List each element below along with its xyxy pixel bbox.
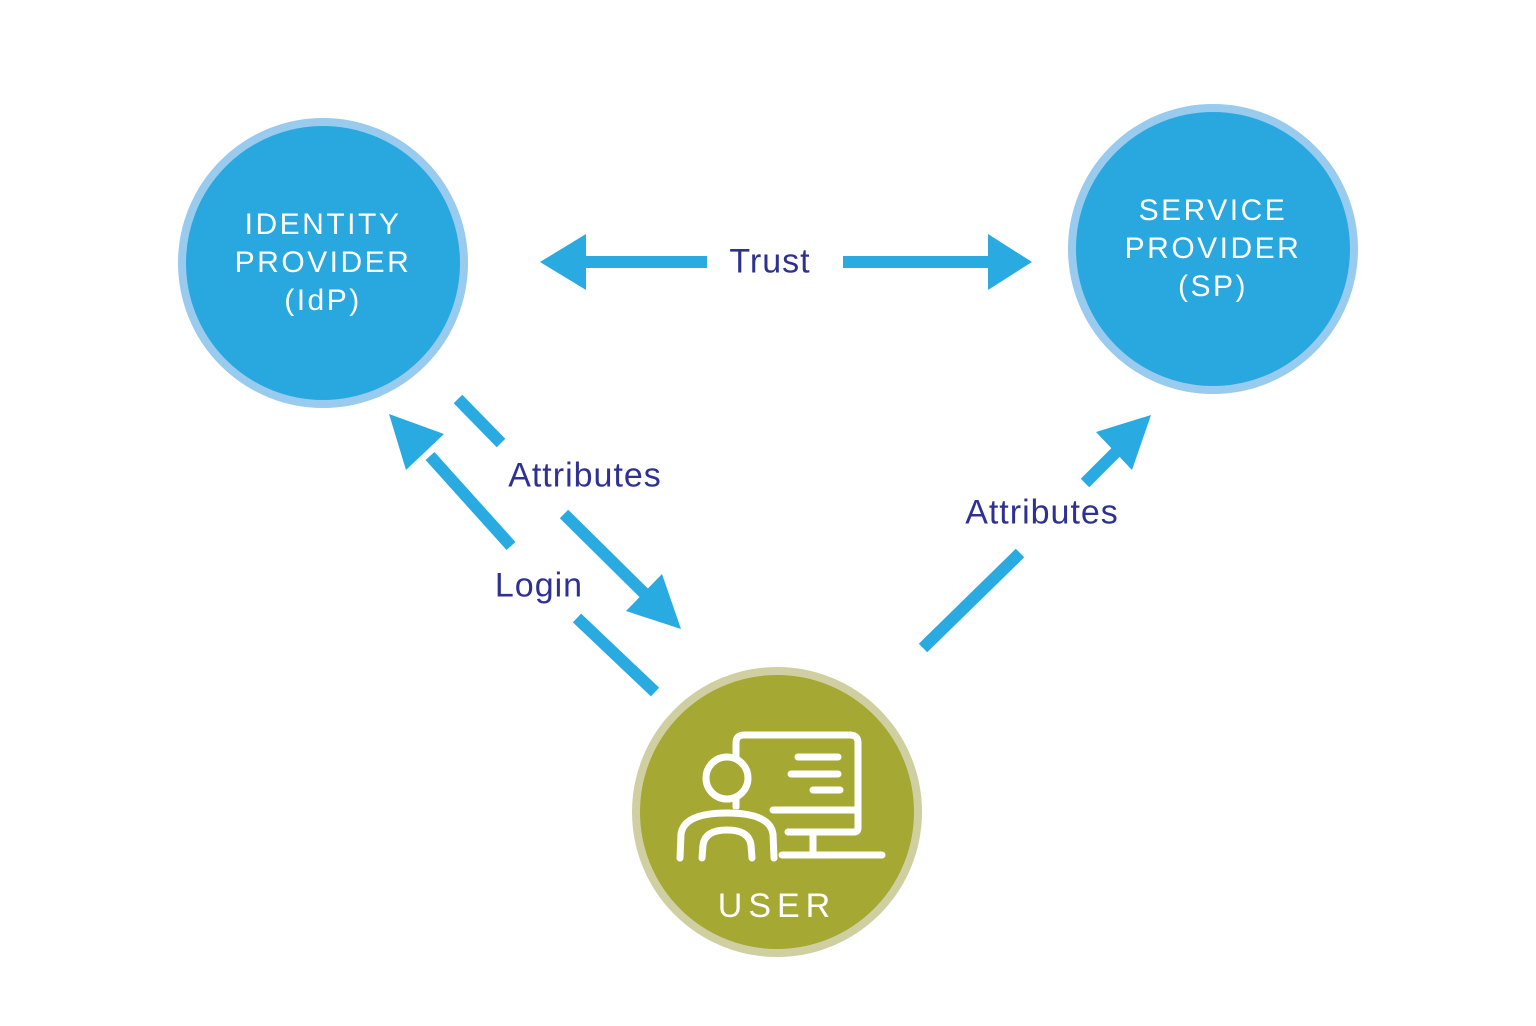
- identity-provider-label-line3: (IdP): [284, 284, 362, 317]
- login-edge-label: Login: [494, 566, 584, 605]
- attributes-user-sp-edge-label: Attributes: [965, 493, 1119, 532]
- identity-provider-label-line2: PROVIDER: [234, 246, 412, 279]
- service-provider-label: SERVICE PROVIDER (SP): [1125, 192, 1302, 306]
- service-provider-node: SERVICE PROVIDER (SP): [1068, 104, 1358, 394]
- trust-edge-label: Trust: [729, 242, 811, 281]
- service-provider-label-line1: SERVICE: [1138, 194, 1288, 227]
- attributes-arrow-user-to-sp: [918, 415, 1151, 653]
- service-provider-label-line3: (SP): [1177, 270, 1248, 303]
- identity-provider-label: IDENTITY PROVIDER (IdP): [235, 206, 412, 320]
- identity-provider-node: IDENTITY PROVIDER (IdP): [178, 118, 468, 408]
- trust-arrow: [540, 234, 1032, 290]
- attributes-idp-user-edge-label: Attributes: [508, 456, 662, 495]
- user-node: USER: [632, 667, 922, 957]
- user-label: USER: [717, 887, 837, 925]
- login-arrow-user-to-idp: [389, 414, 660, 697]
- identity-provider-label-line1: IDENTITY: [244, 208, 402, 241]
- attributes-arrow-idp-to-user: [453, 394, 681, 629]
- service-provider-label-line2: PROVIDER: [1124, 232, 1302, 265]
- user-at-computer-icon: [676, 731, 886, 862]
